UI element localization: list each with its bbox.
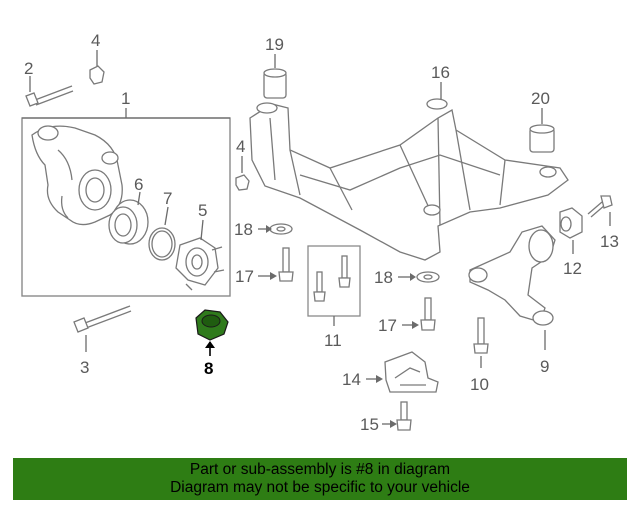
callout-16: 16 <box>431 63 450 82</box>
banner-line-1: Part or sub-assembly is #8 in diagram <box>189 461 451 478</box>
bolt-group-11 <box>313 255 351 302</box>
nut-4-middle <box>235 174 250 191</box>
control-arm <box>468 225 556 326</box>
callout-10: 10 <box>470 375 489 394</box>
callout-7: 7 <box>163 189 172 208</box>
bolt-15 <box>396 401 412 431</box>
bushing-20 <box>529 124 555 153</box>
steering-knuckle <box>31 125 123 226</box>
callout-17-right: 17 <box>378 316 397 335</box>
callout-14: 14 <box>342 370 361 389</box>
bushing-12 <box>559 207 583 239</box>
bolt-group-11-box <box>307 245 361 317</box>
snap-ring <box>148 227 176 261</box>
callout-1: 1 <box>121 89 130 108</box>
callout-18-right: 18 <box>374 268 393 287</box>
bolt-2 <box>25 85 74 107</box>
bolt-10 <box>473 317 489 354</box>
callout-13: 13 <box>600 232 619 251</box>
callout-2: 2 <box>24 59 33 78</box>
callout-6: 6 <box>134 175 143 194</box>
callout-4-top: 4 <box>91 31 100 50</box>
callout-8: 8 <box>204 359 213 378</box>
bolt-17-left <box>278 247 294 282</box>
bolt-13 <box>587 195 613 218</box>
nut-4-top <box>89 65 105 85</box>
info-banner: Part or sub-assembly is #8 in diagram Di… <box>13 458 627 500</box>
callout-12: 12 <box>563 259 582 278</box>
callout-15: 15 <box>360 415 379 434</box>
bolt-3 <box>73 305 132 333</box>
callout-9: 9 <box>540 357 549 376</box>
callout-4-middle: 4 <box>236 137 245 156</box>
bracket-14 <box>384 351 439 393</box>
callout-18-left: 18 <box>234 220 253 239</box>
banner-line-2: Diagram may not be specific to your vehi… <box>170 479 470 496</box>
highlighted-nut-8 <box>195 309 229 341</box>
callout-5: 5 <box>198 201 207 220</box>
bushing-19 <box>263 68 287 99</box>
wheel-hub <box>175 237 225 291</box>
callout-19: 19 <box>265 35 284 54</box>
callout-20: 20 <box>531 89 550 108</box>
callout-17-left: 17 <box>235 267 254 286</box>
callout-11: 11 <box>324 331 342 350</box>
wheel-bearing <box>108 199 149 245</box>
callout-3: 3 <box>80 358 89 377</box>
bolt-17-right <box>420 297 436 331</box>
subframe <box>249 98 569 261</box>
